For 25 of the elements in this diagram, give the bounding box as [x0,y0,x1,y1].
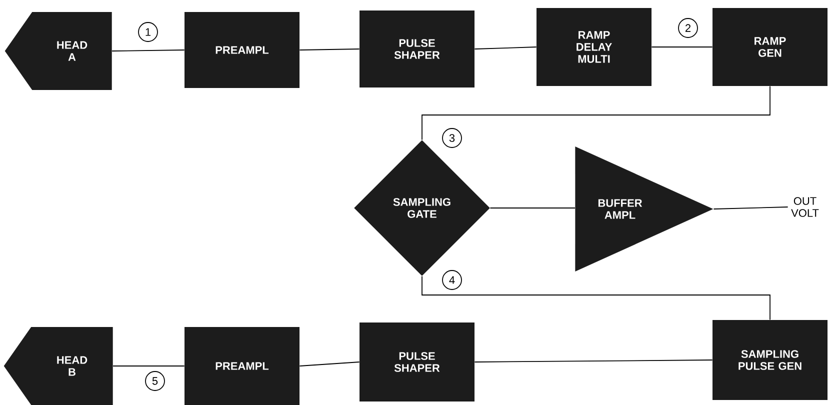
callout-number: 5 [145,371,165,391]
output-label: OUT VOLT [791,197,819,217]
callout-number: 3 [442,128,462,148]
block: PREAMPL [184,327,300,405]
block: PULSE SHAPER [360,10,474,88]
block: RAMP GEN [712,8,828,86]
callout-number: 1 [138,22,158,42]
block: PULSE SHAPER [360,322,474,402]
connector-line [474,46,537,50]
connector-line [713,206,788,210]
head-block: HEAD A [4,12,112,90]
amplifier-triangle: BUFFER AMPL [575,146,714,272]
connector-line [651,46,713,48]
callout-number: 2 [678,18,698,38]
block: RAMP DELAY MULTI [536,8,652,86]
connector-line [112,50,185,52]
connector-line [299,362,360,366]
block: SAMPLING PULSE GEN [712,320,828,400]
connector-line [474,360,713,362]
callout-number: 4 [442,270,462,290]
connector-line [422,276,770,320]
connector-line [422,86,770,140]
block: PREAMPL [184,12,300,88]
head-block: HEAD B [4,327,113,405]
connector-line [299,48,360,50]
